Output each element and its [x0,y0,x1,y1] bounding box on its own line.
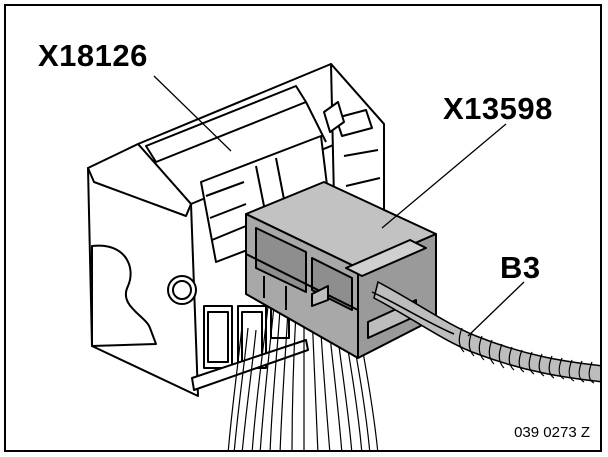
figure-frame: X18126 X13598 B3 039 0273 Z [4,4,602,452]
leader-lines [153,75,525,337]
cable-b3 [371,280,600,384]
figure-number: 039 0273 Z [514,424,590,441]
connector-illustration [87,63,600,450]
label-x13598: X13598 [443,91,553,126]
label-x18126: X18126 [38,38,148,73]
label-b3: B3 [500,250,541,285]
